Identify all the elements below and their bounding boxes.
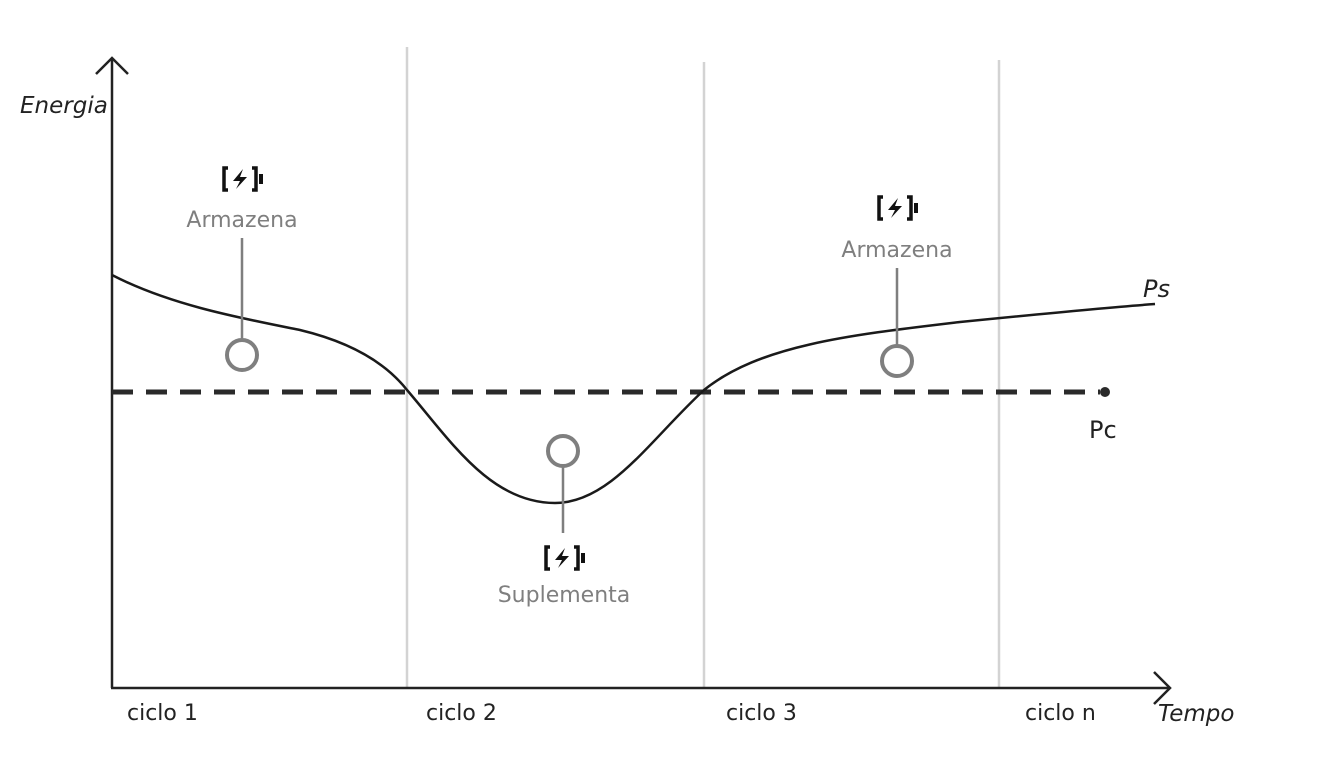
annotation-supplement: Suplementa <box>498 434 631 608</box>
x-axis-label: Tempo <box>1158 701 1234 727</box>
annotation-marker <box>225 338 259 372</box>
annotation-store-1: Armazena <box>186 166 298 372</box>
annotation-label: Armazena <box>841 238 952 263</box>
annotation-label: Armazena <box>186 208 297 233</box>
annotation-marker <box>546 434 580 468</box>
supply-curve <box>111 273 1156 505</box>
cycle-separators <box>405 47 1001 687</box>
battery-charging-icon <box>222 166 263 192</box>
battery-charging-icon <box>544 545 585 571</box>
cycle-label-2: ciclo 2 <box>426 701 497 726</box>
x-axis-arrow <box>1153 671 1172 705</box>
consumption-end-dot <box>1100 387 1110 397</box>
axes <box>95 56 1172 705</box>
annotation-label: Suplementa <box>498 583 631 608</box>
cycle-label-1: ciclo 1 <box>127 701 198 726</box>
cycle-label-n: ciclo n <box>1025 701 1096 726</box>
consumption-label: Pc <box>1089 416 1117 444</box>
annotation-marker <box>880 344 914 378</box>
battery-charging-icon <box>877 195 918 221</box>
y-axis-arrow <box>95 56 129 75</box>
y-axis-label: Energia <box>20 93 108 119</box>
annotation-store-2: Armazena <box>841 195 953 378</box>
cycle-label-3: ciclo 3 <box>726 701 797 726</box>
supply-label: Ps <box>1143 275 1170 303</box>
